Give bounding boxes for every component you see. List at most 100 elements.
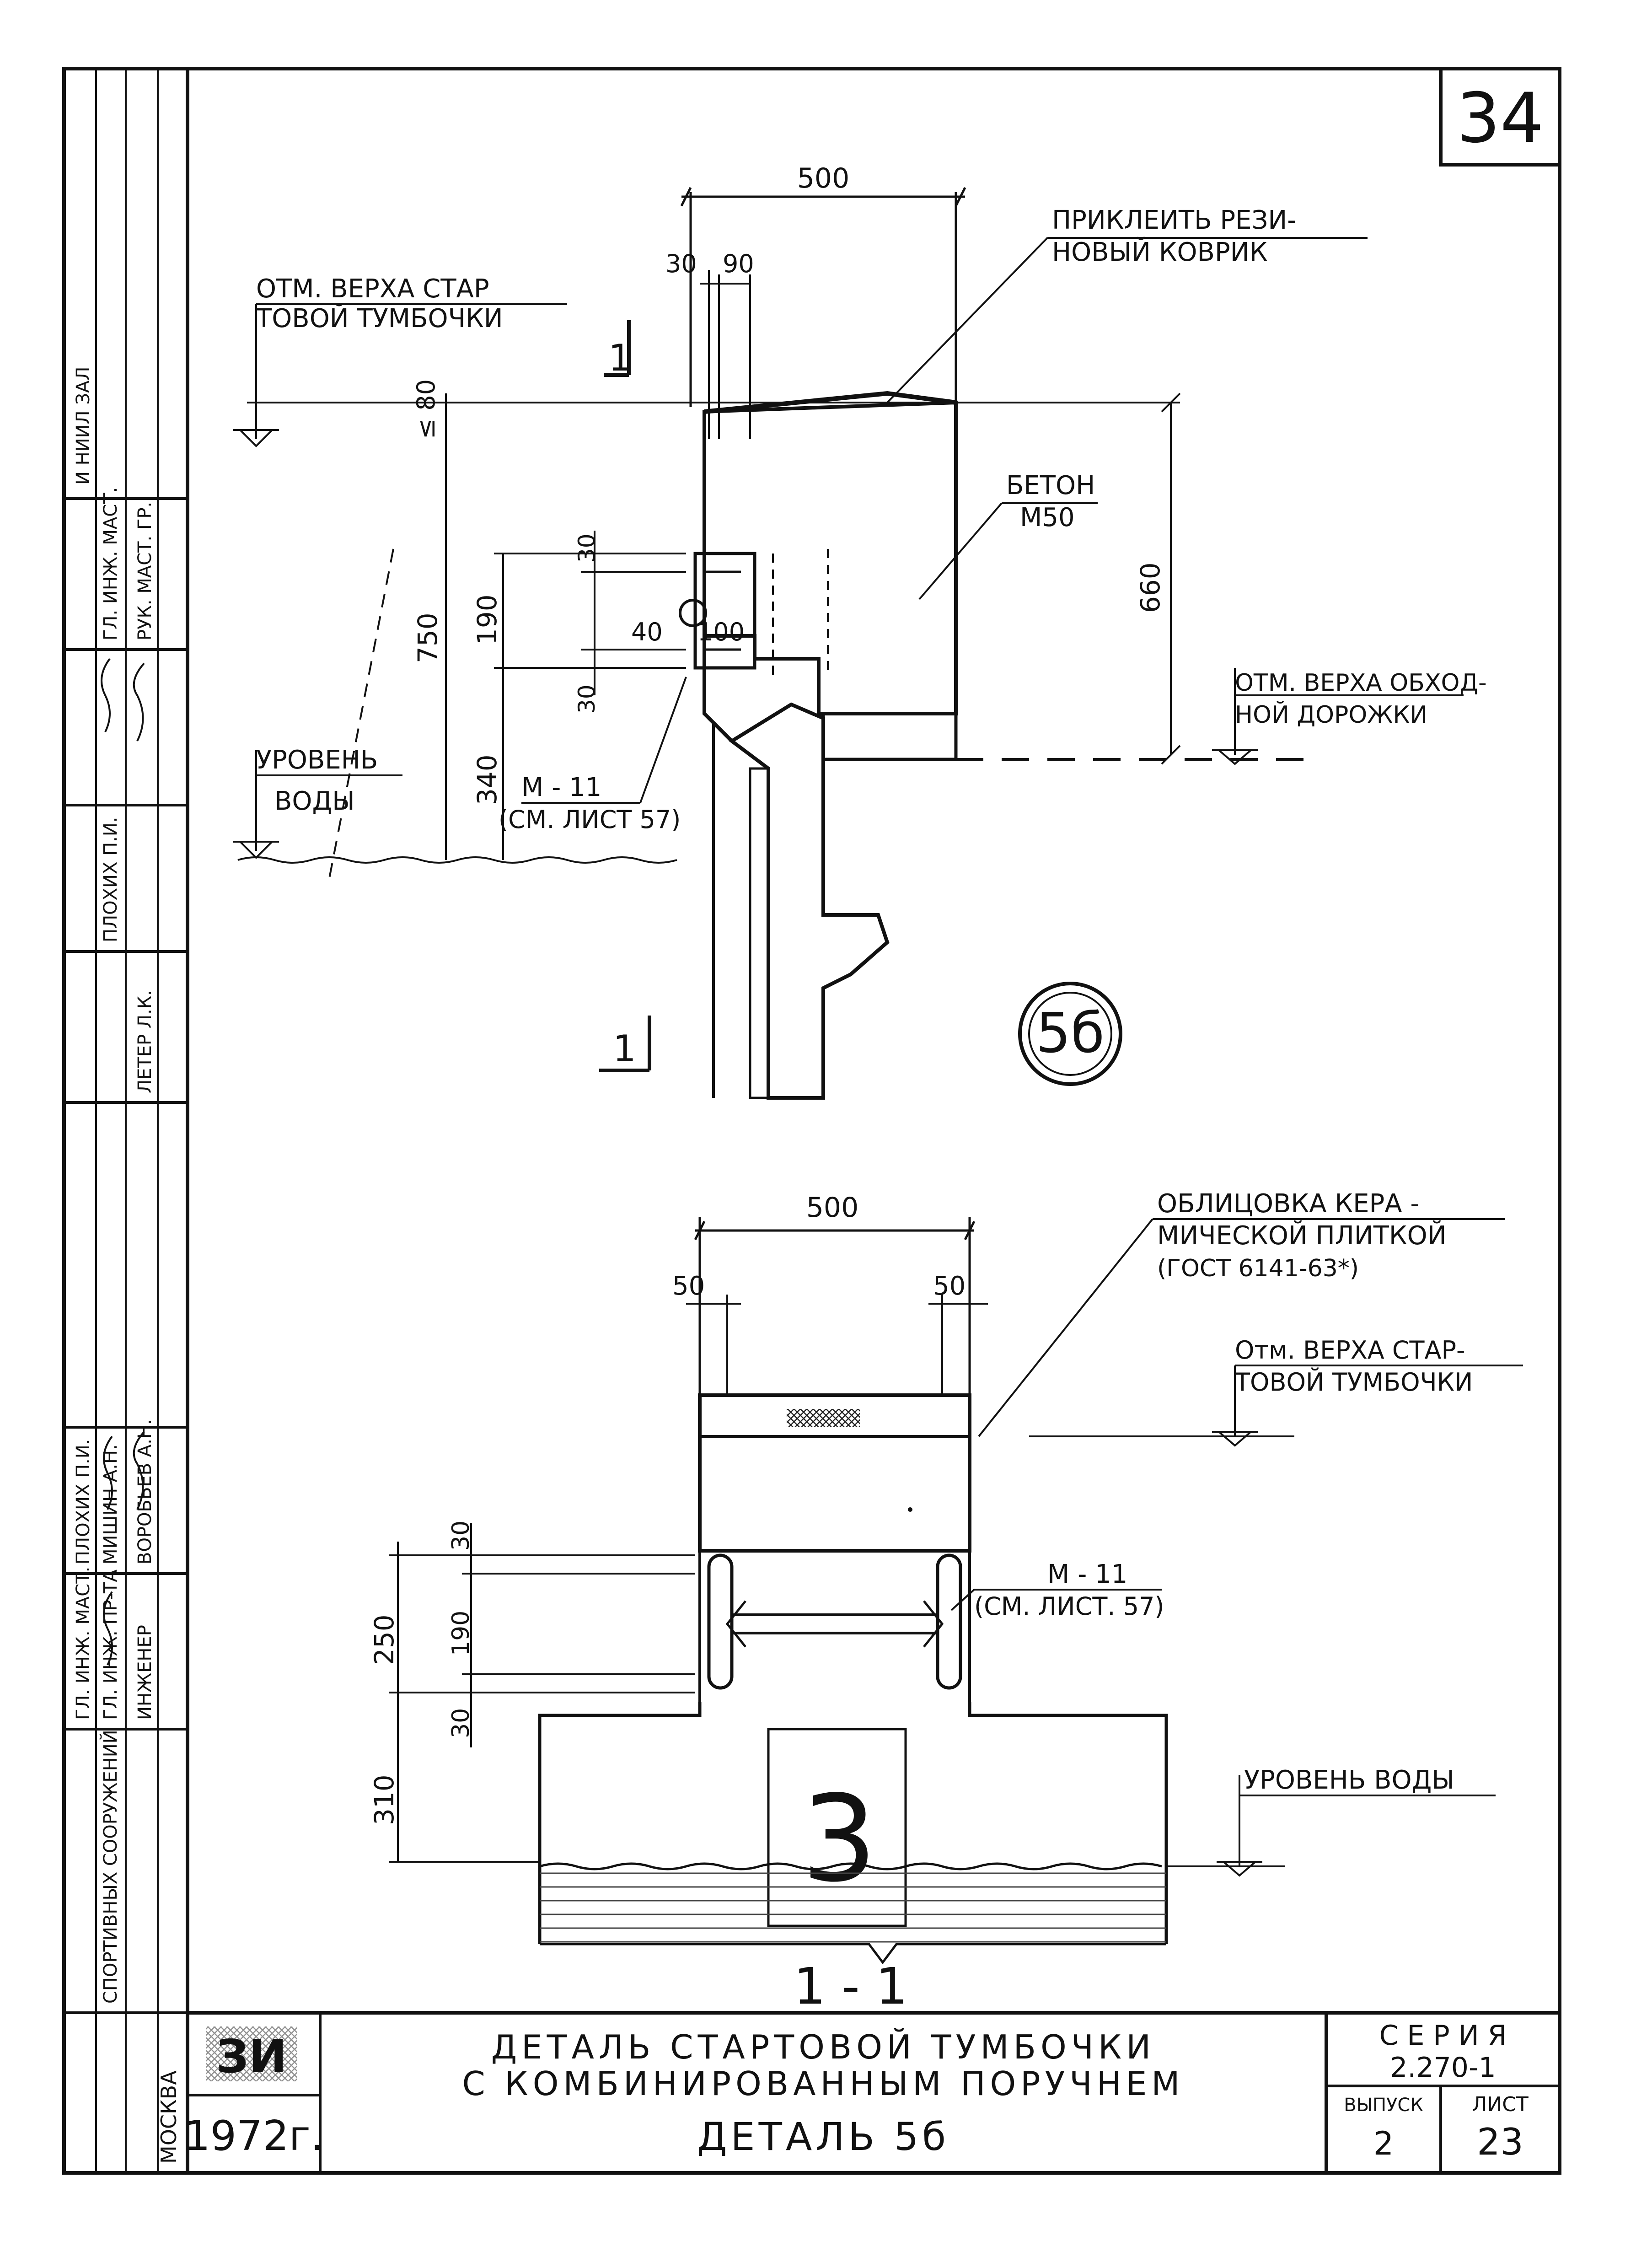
dim-lower-30b: 30 [447, 1708, 475, 1738]
concrete-label-line2: М50 [1020, 503, 1075, 532]
tile-leader [978, 1218, 1153, 1437]
title-block: ЗИ 1972г. ДЕТАЛЬ СТАРТОВОЙ ТУМБОЧКИ С КО… [184, 2011, 1560, 2173]
signature-icon [133, 1431, 145, 1510]
series-value: 2.270-1 [1390, 2052, 1496, 2084]
water-label-line1: УРОВЕНЬ [256, 745, 378, 775]
sheet-number-box: 34 [1439, 67, 1561, 167]
issue-label: ВЫПУСК [1344, 2095, 1423, 2116]
handrail-m11 [693, 552, 756, 670]
lower-m11-line2: (СМ. ЛИСТ. 57) [974, 1592, 1164, 1621]
tile-label-line3: (ГОСТ 6141-63*) [1157, 1255, 1359, 1282]
sheet-label: ЛИСТ [1472, 2093, 1529, 2116]
dim-40: 40 [631, 618, 663, 646]
dim-lower-190: 190 [447, 1611, 475, 1656]
dim-lower-500 [694, 1217, 976, 1395]
detail-circle [1018, 982, 1122, 1086]
lower-top-mark-line1: Отм. ВЕРХА СТАР- [1235, 1336, 1465, 1365]
dim-left-750 [247, 393, 1180, 860]
section-mark-1-top: 1 [608, 337, 632, 379]
block-front [698, 1393, 971, 1553]
dim-lower-50s [686, 1295, 988, 1395]
stamp-row: ГЛ. ИНЖ. МАСТ. [73, 1567, 94, 1720]
stamp-row: ГЛ. ИНЖ. МАСТ. [100, 487, 121, 640]
sheet-number: 34 [1457, 79, 1544, 158]
concrete-label-line1: БЕТОН [1006, 471, 1095, 500]
dim-30a: 30 [574, 533, 600, 563]
dim-lower-310: 310 [369, 1774, 400, 1825]
dim-30: 30 [665, 249, 697, 278]
detail-circle-label: 5б [1036, 1002, 1105, 1065]
detail-name: ДЕТАЛЬ 5б [697, 2114, 949, 2159]
walkway-mark-line1: ОТМ. ВЕРХА ОБХОД- [1235, 669, 1487, 697]
anchor-bolt-icon [679, 599, 707, 627]
water-label-line2: ВОДЫ [274, 786, 355, 816]
svg-text:ЗИ: ЗИ [216, 2030, 287, 2083]
dim-30b: 30 [574, 684, 600, 714]
lower-top-mark-line2: ТОВОЙ ТУМБОЧКИ [1234, 1368, 1473, 1397]
dim-50b: 50 [933, 1271, 966, 1301]
dim-340: 340 [472, 754, 503, 805]
dim-lower-250: 250 [369, 1614, 400, 1665]
lower-m11-line1: М - 11 [1047, 1559, 1127, 1589]
issue-value: 2 [1373, 2125, 1394, 2162]
section-mark-1-bottom: 1 [613, 1027, 636, 1070]
dim-left-stack [494, 531, 686, 860]
institute-logo-icon: ЗИ [206, 2026, 297, 2083]
section-title: 1 - 1 [794, 1957, 908, 2015]
side-stamp: И НИИЛ ЗАЛ ГЛ. ИНЖ. МАСТ. РУК. МАСТ. ГР.… [73, 367, 181, 2164]
rubber-mat-hatch [787, 1409, 860, 1427]
stamp-row: ВОРОБЬЕВ А.Н. [134, 1419, 156, 1564]
top-mark-line2: ТОВОЙ ТУМБОЧКИ [256, 303, 503, 333]
signature-icon [103, 1435, 113, 1510]
dim-50a: 50 [672, 1271, 705, 1301]
mat-label-line1: ПРИКЛЕИТЬ РЕЗИ- [1052, 205, 1297, 235]
dim-le80: ≤ 80 [412, 379, 440, 439]
year: 1972г. [184, 2112, 324, 2160]
m11-label-line1: М - 11 [521, 773, 601, 802]
mat-leader [886, 237, 1048, 403]
stamp-row: ИНЖЕНЕР [134, 1625, 156, 1720]
section-mark-top [604, 320, 631, 377]
stamp-org-bottom: СПОРТИВНЫХ СООРУЖЕНИЙ [99, 1730, 121, 2004]
level-marker-icon [1217, 1861, 1262, 1877]
starting-block-concrete [703, 400, 958, 715]
water-body [540, 1866, 1166, 1944]
dim-lower-30a: 30 [447, 1521, 475, 1551]
level-marker-icon [1212, 749, 1258, 765]
mat-label-line2: НОВЫЙ КОВРИК [1052, 237, 1267, 267]
tile-label-line1: ОБЛИЦОВКА КЕРА - [1157, 1189, 1420, 1219]
series-label: С Е Р И Я [1379, 2020, 1507, 2052]
level-marker-icon [233, 429, 279, 447]
rubber-mat [704, 391, 956, 414]
walkway-mark-line2: НОЙ ДОРОЖКИ [1235, 701, 1427, 729]
dim-lower-500-label: 500 [806, 1192, 859, 1224]
sheet-frame [62, 67, 1561, 2175]
stamp-row: ПЛОХИХ П.И. [100, 817, 121, 942]
signature-icon [103, 1591, 113, 1666]
stamp-row: ЛЕТЕР Л.К. [134, 990, 156, 1093]
stamp-city: МОСКВА [156, 2070, 181, 2164]
dim-right-660 [1161, 392, 1181, 765]
dim-30-90 [700, 270, 751, 439]
sheet-value: 23 [1477, 2121, 1523, 2163]
stamp-row: РУК. МАСТ. ГР. [134, 502, 156, 640]
handrail-post-left [707, 1553, 734, 1690]
dim-660: 660 [1135, 562, 1166, 613]
signature-icon [133, 662, 145, 742]
dim-190: 190 [472, 594, 503, 645]
pool-wall [728, 702, 890, 1100]
handrail-bar [732, 1613, 938, 1634]
section-mark-bottom [599, 1016, 651, 1072]
stamp-org-top: И НИИЛ ЗАЛ [73, 367, 94, 485]
dim-top-500 [680, 187, 966, 407]
dim-500: 500 [797, 162, 850, 194]
handrail-post-right [936, 1553, 962, 1690]
walkway-slab [821, 712, 958, 761]
title-line1: ДЕТАЛЬ СТАРТОВОЙ ТУМБОЧКИ [491, 2028, 1155, 2066]
dim-lower-stack [389, 1523, 695, 1863]
lower-water-label: УРОВЕНЬ ВОДЫ [1244, 1765, 1454, 1795]
upper-detail: 500 30 90 1 ОТМ. ВЕРХА СТАР ТОВОЙ ТУМБОЧ… [233, 162, 1487, 1100]
stamp-row: ПЛОХИХ П.И. [73, 1439, 94, 1564]
water-surface [237, 856, 677, 864]
